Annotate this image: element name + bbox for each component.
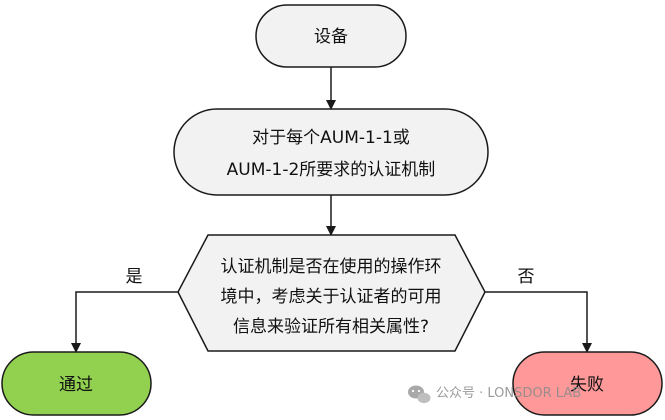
node-pass: 通过 (1, 351, 152, 416)
node-decision-line2: 境中，考虑关于认证者的可用 (221, 287, 442, 307)
edge-yes-label: 是 (126, 267, 143, 287)
node-fail-label: 失败 (570, 375, 604, 395)
node-decision-line1: 认证机制是否在使用的操作环 (221, 256, 442, 277)
node-fail-shape (512, 351, 663, 416)
node-mechanism: 对于每个AUM-1-1或 AUM-1-2所要求的认证机制 (173, 108, 489, 196)
node-mechanism-line2: AUM-1-2所要求的认证机制 (227, 160, 436, 180)
wechat-icon (408, 385, 431, 404)
watermark: 公众号 · LONSDOR LAB (408, 385, 581, 404)
node-decision: 认证机制是否在使用的操作环 境中，考虑关于认证者的可用 信息来验证所有相关属性? (177, 234, 486, 352)
edge-decision-to-fail (485, 291, 592, 353)
node-pass-label: 通过 (59, 375, 93, 395)
node-device: 设备 (255, 4, 407, 68)
node-mechanism-line1: 对于每个AUM-1-1或 (252, 128, 410, 148)
watermark-text: 公众号 · LONSDOR LAB (436, 386, 581, 401)
node-decision-line3: 信息来验证所有相关属性? (233, 317, 429, 337)
edge-no-label: 否 (518, 267, 535, 287)
edge-decision-to-pass (71, 291, 178, 353)
node-mechanism-shape (173, 108, 489, 196)
node-device-label: 设备 (314, 27, 348, 47)
node-fail: 失败 (512, 351, 663, 416)
node-pass-shape (1, 351, 152, 416)
